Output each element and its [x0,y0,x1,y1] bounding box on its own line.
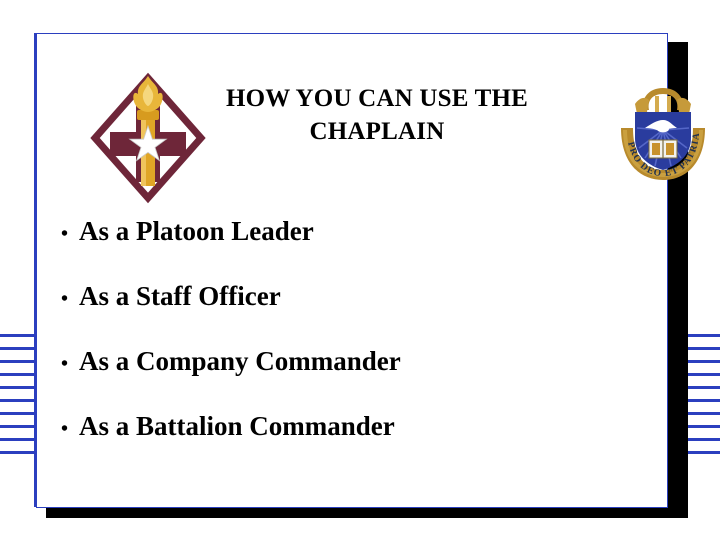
chaplain-corps-crest-icon: PRO DEO ET PATRIA [615,82,711,186]
chaplain-school-insignia-icon [89,72,207,204]
title-line-1: HOW YOU CAN USE THE [225,85,528,112]
right-stripe-band [688,0,720,540]
list-item: • As a Staff Officer [61,281,621,346]
slide-panel: PRO DEO ET PATRIA HOW YOU CAN USE THE CH… [36,33,705,508]
list-item-label: As a Battalion Commander [79,411,395,441]
list-item-label: As a Platoon Leader [79,216,314,246]
bullet-point-icon: • [61,353,69,375]
left-vertical-rule [34,33,37,507]
slide-title: HOW YOU CAN USE THE CHAPLAIN [177,82,577,148]
list-item: • As a Battalion Commander [61,411,621,476]
bullet-list: • As a Platoon Leader • As a Staff Offic… [61,216,621,476]
list-item: • As a Company Commander [61,346,621,411]
bullet-point-icon: • [61,418,69,440]
left-stripe-band [0,0,36,540]
title-line-2: CHAPLAIN [309,118,445,145]
list-item: • As a Platoon Leader [61,216,621,281]
bullet-point-icon: • [61,223,69,245]
list-item-label: As a Staff Officer [79,281,281,311]
list-item-label: As a Company Commander [79,346,401,376]
bullet-point-icon: • [61,288,69,310]
